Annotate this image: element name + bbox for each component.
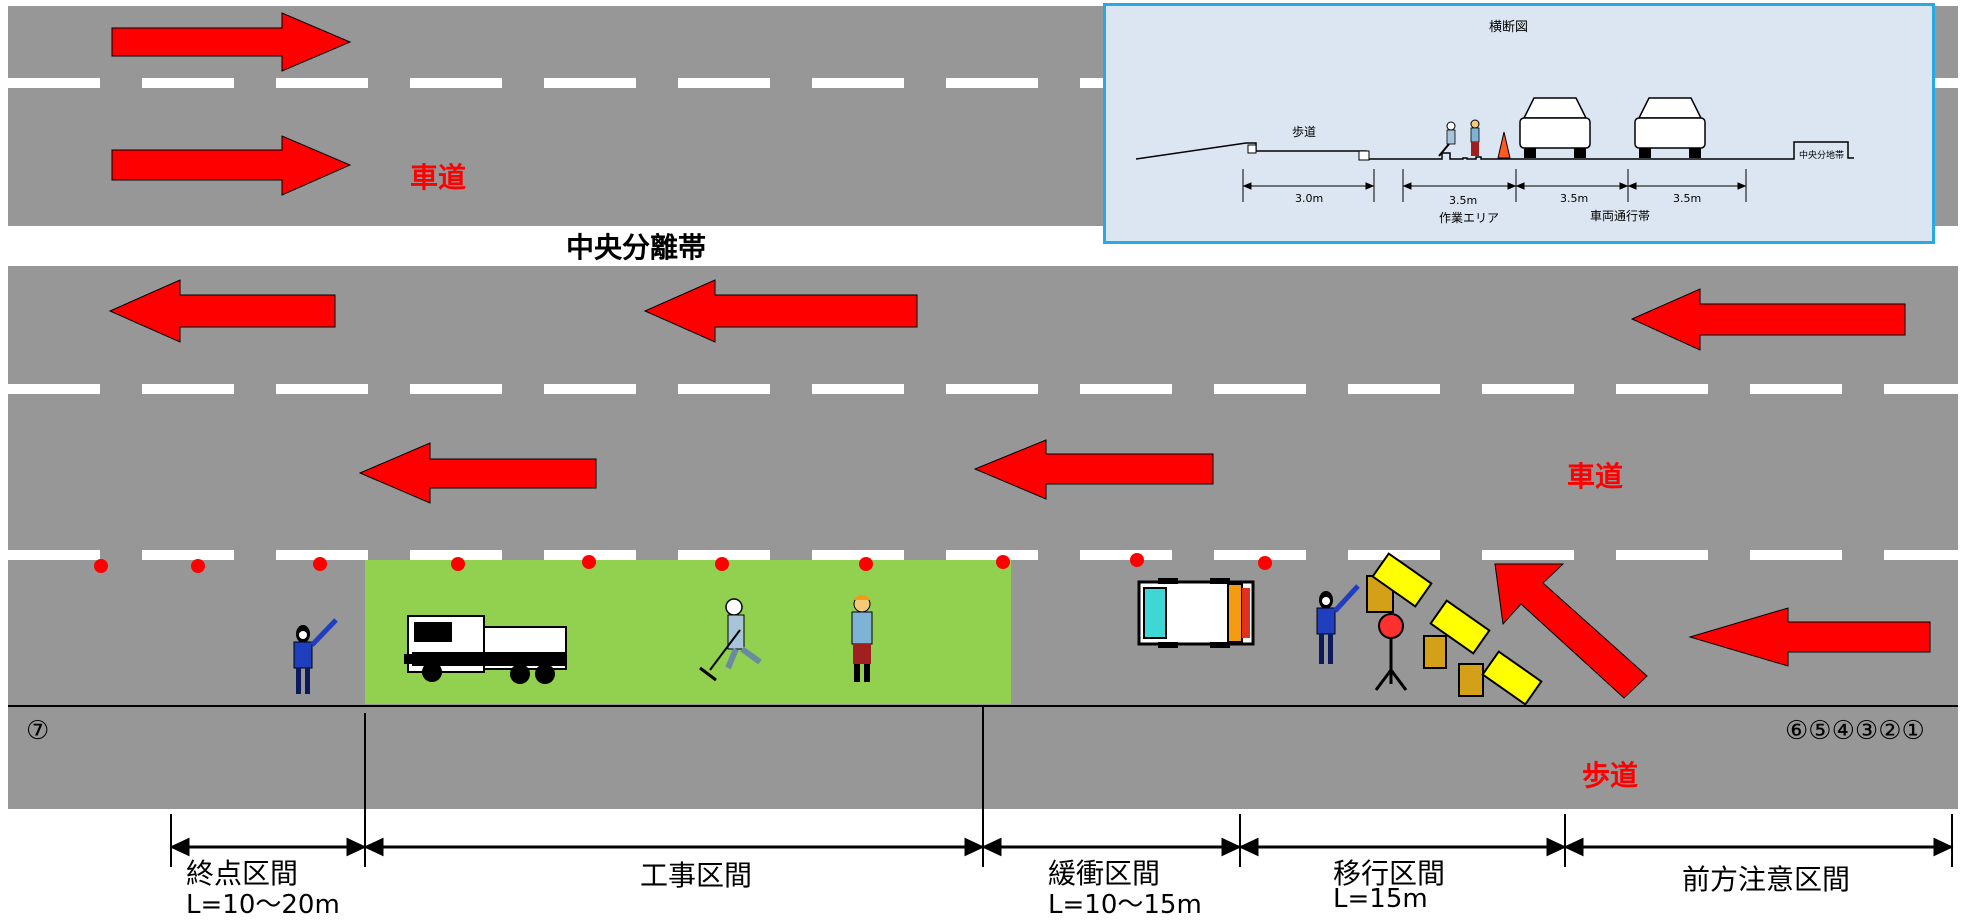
inset-cone-icon bbox=[1497, 131, 1511, 159]
cone-dot bbox=[451, 557, 465, 571]
cone-dot bbox=[996, 555, 1010, 569]
zone-work-name: 工事区間 bbox=[640, 859, 753, 892]
inset-work-area-label: 作業エリア bbox=[1439, 211, 1500, 225]
worker-standing-icon bbox=[851, 595, 873, 682]
median-label: 中央分離帯 bbox=[566, 231, 707, 264]
flagger-icon bbox=[293, 618, 338, 694]
inset-worker-icon bbox=[1470, 119, 1480, 156]
inset-car-icon bbox=[1634, 97, 1706, 158]
zone-boundaries bbox=[170, 706, 1953, 867]
inset-worker-icon bbox=[1438, 121, 1456, 157]
cone-dot bbox=[859, 557, 873, 571]
inset-car-icon bbox=[1519, 97, 1591, 158]
inset-dim-label: 3.5m bbox=[1673, 192, 1702, 205]
flagger-icon bbox=[1316, 584, 1360, 664]
arrow-left-icon bbox=[358, 442, 597, 504]
cross-section-drawing bbox=[1135, 97, 1854, 202]
carriageway-label-lower: 車道 bbox=[1567, 460, 1624, 493]
carriageway-label-upper: 車道 bbox=[410, 161, 467, 194]
warning-sign-icon bbox=[1481, 650, 1543, 706]
start-markers: ⑥⑤④③②① bbox=[1785, 716, 1925, 746]
curb-block bbox=[1247, 144, 1257, 154]
zone-end-name: 終点区間 bbox=[186, 857, 299, 890]
inset-dim-label: 3.0m bbox=[1295, 192, 1324, 205]
arrow-left-icon bbox=[108, 279, 336, 343]
zone-buffer-length: L=10～15m bbox=[1048, 890, 1202, 920]
sidewalk-label: 歩道 bbox=[1582, 759, 1639, 792]
cone-dot bbox=[94, 559, 108, 573]
traffic-arrows-right bbox=[111, 12, 352, 196]
curb-block bbox=[1358, 150, 1370, 161]
arrow-board-icon bbox=[1458, 663, 1484, 697]
cone-dot bbox=[582, 555, 596, 569]
cross-section-inset: 横断図 歩道 中央分地帯 3.0m 3.5m 3.5m 3.5m 作業エリア 車… bbox=[1103, 3, 1935, 244]
cone-dots bbox=[94, 553, 1272, 573]
warning-sign-icon bbox=[1371, 552, 1433, 608]
cone-dot bbox=[313, 557, 327, 571]
arrow-left-icon bbox=[643, 279, 918, 343]
flashing-light-icon bbox=[1378, 613, 1404, 639]
end-marker: ⑦ bbox=[26, 716, 50, 746]
arrow-left-icon bbox=[1630, 288, 1906, 351]
warning-signs bbox=[1366, 552, 1543, 706]
zone-transition-name: 移行区間 bbox=[1333, 857, 1446, 890]
cone-dot bbox=[1258, 556, 1272, 570]
arrow-left-icon bbox=[973, 439, 1214, 500]
cone-dot bbox=[191, 559, 205, 573]
inset-dim-label: 3.5m bbox=[1560, 192, 1589, 205]
zone-transition-length: L=15m bbox=[1333, 884, 1428, 914]
worker-raking-icon bbox=[699, 598, 762, 682]
arrow-diagonal-icon bbox=[1494, 563, 1648, 699]
zone-advance-warning-name: 前方注意区間 bbox=[1682, 863, 1851, 896]
arrow-right-icon bbox=[111, 12, 352, 72]
zone-buffer-name: 緩衝区間 bbox=[1048, 857, 1161, 890]
cone-dot bbox=[1130, 553, 1144, 567]
inset-median-label: 中央分地帯 bbox=[1799, 151, 1845, 161]
zone-dimension-arrows bbox=[169, 837, 1954, 857]
cone-dot bbox=[715, 557, 729, 571]
arrow-left-icon bbox=[1688, 607, 1931, 667]
arrow-right-icon bbox=[111, 135, 352, 196]
inset-sidewalk-label: 歩道 bbox=[1292, 125, 1317, 139]
inset-traffic-lane-label: 車両通行帯 bbox=[1590, 209, 1651, 223]
buffer-vehicle-icon bbox=[1137, 578, 1255, 648]
ground-profile bbox=[1135, 141, 1854, 160]
arrow-board-icon bbox=[1423, 635, 1447, 669]
inset-title: 横断図 bbox=[1489, 20, 1529, 35]
dump-truck-icon bbox=[404, 615, 567, 684]
zone-end-length: L=10～20m bbox=[186, 890, 340, 920]
traffic-arrows-left bbox=[108, 279, 1931, 699]
inset-dim-label: 3.5m bbox=[1449, 194, 1478, 207]
inset-dimension-lines bbox=[1242, 169, 1747, 202]
warning-sign-icon bbox=[1429, 599, 1491, 655]
